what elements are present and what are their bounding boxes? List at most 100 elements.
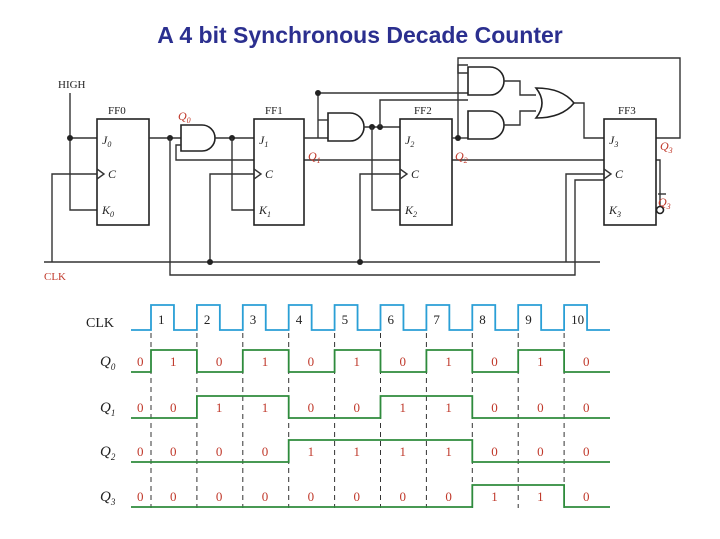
- bit-value: 0: [354, 489, 361, 504]
- junction-dot: [455, 135, 461, 141]
- ff1-k: K1: [258, 203, 271, 219]
- bit-value: 0: [308, 354, 315, 369]
- bit-value: 0: [262, 444, 269, 459]
- qbar3-out-label: Q3: [658, 195, 671, 211]
- bit-value: 0: [354, 400, 361, 415]
- ff0-name: FF0: [108, 105, 126, 117]
- bit-value: 0: [583, 354, 590, 369]
- or-out-wire: [574, 102, 604, 139]
- signal-label: Q3: [100, 489, 116, 507]
- junction-dot: [357, 259, 363, 265]
- bit-value: 0: [262, 489, 269, 504]
- bit-value: 0: [491, 354, 498, 369]
- bit-value: 1: [170, 354, 177, 369]
- ff1-k-wire: [231, 138, 254, 211]
- page-title: A 4 bit Synchronous Decade Counter: [157, 22, 563, 48]
- bit-value: 1: [537, 489, 544, 504]
- q1-out-label: Q1: [308, 149, 321, 165]
- ff0-c: C: [108, 167, 117, 181]
- bit-value: 0: [537, 444, 544, 459]
- and-gate-1: [180, 124, 216, 152]
- bit-value: 0: [583, 444, 590, 459]
- ff3-k: K3: [608, 203, 621, 219]
- ff1-c: C: [265, 167, 274, 181]
- bit-value: 0: [216, 489, 223, 504]
- bit-value: 1: [216, 400, 223, 415]
- qbar3-feedback-wire: [175, 144, 661, 210]
- ff1-clock-marker: [253, 168, 263, 180]
- ff3-j: J3: [609, 133, 618, 149]
- ff0-box: [96, 118, 150, 226]
- pulse-number: 3: [250, 312, 256, 327]
- bit-value: 0: [583, 489, 590, 504]
- ff2-box: [399, 118, 453, 226]
- pulse-number: 9: [525, 312, 532, 327]
- timing-clk-label: CLK: [86, 316, 114, 331]
- qbar3-bubble: [655, 205, 665, 215]
- ff1-name: FF1: [265, 105, 283, 117]
- pulse-number: 4: [296, 312, 303, 327]
- q3-feedback-wire: [457, 57, 681, 139]
- bit-value: 0: [137, 444, 144, 459]
- ff3-box: [603, 118, 657, 226]
- ff0-k: K0: [101, 203, 114, 219]
- pulse-number: 10: [571, 312, 584, 327]
- junction-dot: [315, 90, 321, 96]
- bit-value: 1: [308, 444, 315, 459]
- pulse-number: 5: [342, 312, 349, 327]
- ff2-clock-marker: [399, 168, 409, 180]
- junction-dot: [207, 259, 213, 265]
- bit-value: 1: [262, 400, 269, 415]
- clk-waveform: [131, 304, 610, 331]
- ff2-k: K2: [404, 203, 417, 219]
- clk-ff3-wire: [565, 173, 604, 262]
- ff3-name: FF3: [618, 105, 636, 117]
- bit-value: 0: [216, 444, 223, 459]
- pulse-number: 2: [204, 312, 211, 327]
- bit-value: 0: [137, 354, 144, 369]
- bit-value: 0: [170, 400, 177, 415]
- ff0-clock-marker: [96, 168, 106, 180]
- ff1-j: J1: [259, 133, 268, 149]
- bit-value: 1: [399, 400, 406, 415]
- ff3-c: C: [615, 167, 624, 181]
- bit-value: 0: [137, 489, 144, 504]
- bit-value: 0: [445, 489, 452, 504]
- pulse-number: 1: [158, 312, 165, 327]
- junction-dot: [67, 135, 73, 141]
- bit-value: 1: [354, 444, 361, 459]
- schematic: HIGH FF0 J0 C K0 Q0 FF1 J1 C K1 Q1: [44, 57, 681, 283]
- bit-value: 0: [583, 400, 590, 415]
- pulse-number: 7: [433, 312, 440, 327]
- q2-out-label: Q2: [455, 149, 468, 165]
- bit-value: 0: [170, 489, 177, 504]
- ff2-c: C: [411, 167, 420, 181]
- q0-to-ff3k-wire: [169, 138, 604, 276]
- bit-value: 0: [491, 400, 498, 415]
- clk-ff0-wire: [51, 173, 97, 262]
- high-wire: [69, 93, 97, 211]
- signal-waveform: [131, 349, 610, 373]
- ff2-name: FF2: [414, 105, 432, 117]
- and-gate-2: [327, 112, 365, 142]
- and-gate-4: [467, 110, 505, 140]
- signal-waveform: [131, 395, 610, 419]
- ff3-clock-marker: [603, 168, 613, 180]
- q0-out-label: Q0: [178, 109, 191, 125]
- ff2-k-wire: [371, 127, 400, 211]
- signal-label: Q1: [100, 400, 115, 418]
- bit-value: 1: [445, 354, 452, 369]
- pulse-number: 8: [479, 312, 486, 327]
- bit-value: 1: [354, 354, 361, 369]
- q2-to-and-wire: [457, 64, 468, 138]
- clk-ff1-wire: [209, 173, 254, 262]
- clk-label: CLK: [44, 271, 66, 283]
- bit-value: 0: [399, 354, 406, 369]
- bit-value: 0: [308, 400, 315, 415]
- bit-value: 1: [262, 354, 269, 369]
- bit-value: 1: [445, 400, 452, 415]
